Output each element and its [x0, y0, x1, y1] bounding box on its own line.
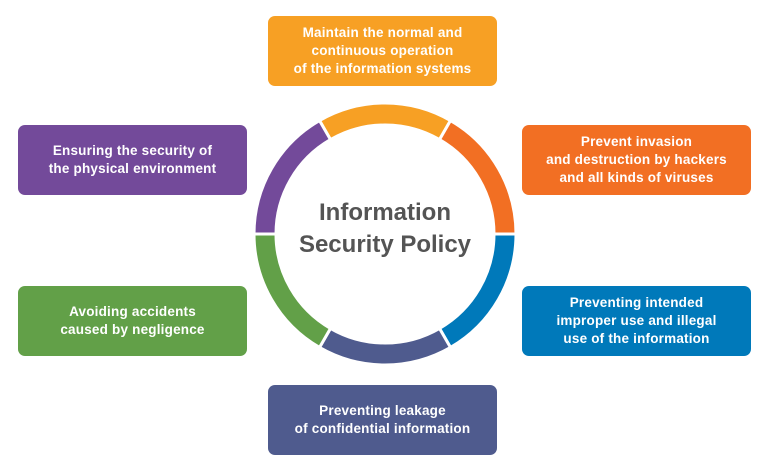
- item-prevent-improper-use: Preventing intended improper use and ill…: [522, 286, 751, 356]
- item-prevent-invasion: Prevent invasion and destruction by hack…: [522, 125, 751, 195]
- ring-segment-top: [317, 101, 453, 142]
- item-maintain-operation: Maintain the normal and continuous opera…: [268, 16, 497, 86]
- item-text: caused by negligence: [60, 322, 205, 337]
- item-text: the physical environment: [48, 161, 217, 176]
- item-physical-security: Ensuring the security of the physical en…: [18, 125, 247, 195]
- item-text: continuous operation: [311, 43, 454, 58]
- item-text: Maintain the normal and: [302, 25, 463, 40]
- item-text: and destruction by hackers: [546, 152, 727, 167]
- center-title-line2: Security Policy: [298, 231, 472, 258]
- item-text: of the information systems: [293, 61, 472, 76]
- item-text: Preventing intended: [569, 295, 704, 310]
- item-text: use of the information: [563, 331, 710, 346]
- item-text: Avoiding accidents: [69, 304, 196, 319]
- item-text: and all kinds of viruses: [559, 170, 714, 185]
- center-title-line1: Information: [319, 199, 451, 226]
- item-text: Prevent invasion: [580, 134, 693, 149]
- item-avoid-accidents: Avoiding accidents caused by negligence: [18, 286, 247, 356]
- ring-segment-bottom: [317, 326, 453, 367]
- item-text: Preventing leakage: [319, 403, 446, 418]
- item-text: Ensuring the security of: [52, 143, 213, 158]
- item-prevent-leakage: Preventing leakage of confidential infor…: [268, 385, 497, 455]
- ring-segment-upper-left: [252, 118, 333, 236]
- center-title: Information Security Policy: [270, 197, 500, 261]
- item-text: improper use and illegal: [556, 313, 717, 328]
- item-text: of confidential information: [294, 421, 471, 436]
